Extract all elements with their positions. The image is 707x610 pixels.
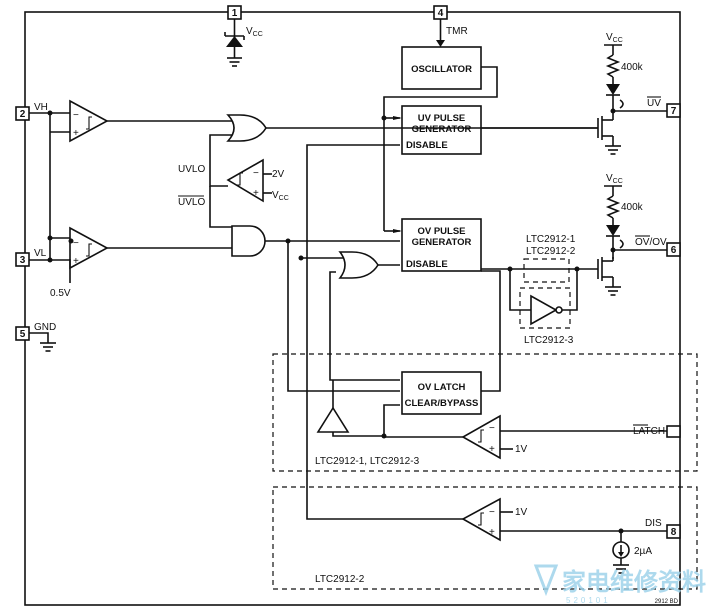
dis-comparator: − + [461, 497, 501, 542]
gnd-label: GND [34, 322, 56, 333]
latch-region-label: LTC2912-1, LTC2912-3 [315, 456, 420, 467]
svg-text:+: + [73, 256, 79, 267]
uv-pin-label: UV [647, 98, 661, 109]
svg-text:+: + [253, 188, 259, 199]
svg-text:−: − [489, 423, 495, 434]
ov-latch-block [401, 371, 482, 415]
svg-text:−: − [253, 168, 259, 179]
ov-pulse-label-2: GENERATOR [412, 237, 472, 248]
pin-1-vcc: 1 [227, 5, 242, 20]
uv-output-mosfet [597, 116, 614, 146]
latch-region [272, 353, 698, 472]
variant-2-label: LTC2912-2 [526, 246, 576, 257]
pin-2-vh: 2 [15, 106, 30, 121]
ov-latch-label-2: CLEAR/BYPASS [405, 398, 479, 409]
dis-region-label: LTC2912-2 [315, 574, 365, 585]
dis-region [272, 486, 698, 590]
pin-2-number: 2 [20, 109, 26, 120]
svg-text:+: + [73, 128, 79, 139]
svg-text:+: + [489, 527, 495, 538]
pin-7-number: 7 [671, 106, 677, 117]
chip-outline [24, 11, 681, 606]
pin-8-dis: 8 [666, 524, 681, 539]
ref-2v-label: 2V [272, 169, 285, 180]
ov-output-mosfet [597, 257, 614, 287]
variant-12-option-box [523, 258, 570, 283]
vcc-label-uv: VCC [606, 32, 623, 44]
pin-1-number: 1 [232, 8, 238, 19]
uv-or-gate [226, 114, 267, 142]
ref-05v-label: 0.5V [50, 288, 71, 299]
pin-4-number: 4 [438, 8, 444, 19]
uv-pulse-generator [401, 105, 482, 155]
figure-id: 2912 BD [655, 599, 679, 605]
vcc-label-pin1: VCC [246, 26, 263, 38]
ov-or-gate [338, 251, 379, 279]
oscillator-label: OSCILLATOR [411, 64, 472, 75]
resistor-400k-ov [605, 195, 621, 219]
svg-text:−: − [489, 507, 495, 518]
current-source-2ua [612, 541, 630, 559]
latch-buffer [316, 406, 350, 433]
watermark-text: 家电维修资料网 [562, 568, 707, 596]
svg-text:−: − [73, 238, 79, 249]
ov-latch-label-1: OV LATCH [418, 382, 466, 393]
pin-6-ovov: 6 [666, 242, 681, 257]
ref-1v-latch-label: 1V [515, 444, 528, 455]
watermark: 家电维修资料网 520101 [533, 564, 707, 605]
pin-latch [666, 425, 681, 438]
vcc-label-uvlo: VCC [272, 190, 289, 202]
pin-5-number: 5 [20, 329, 26, 340]
svg-text:+: + [489, 444, 495, 455]
vh-comparator: − + [69, 99, 109, 143]
variant-3-label: LTC2912-3 [524, 335, 574, 346]
latch-comparator: − + [461, 414, 501, 460]
uv-diode [606, 84, 620, 96]
uvlo-comparator: − + [226, 158, 264, 203]
pin-5-gnd: 5 [15, 326, 30, 341]
tmr-label: TMR [446, 26, 468, 37]
pin-8-number: 8 [671, 527, 677, 538]
pin-7-uv: 7 [666, 103, 681, 118]
pin-4-tmr: 4 [433, 5, 448, 20]
r-uv-label: 400k [621, 62, 644, 73]
ov-and-gate [231, 225, 266, 257]
r-ov-label: 400k [621, 202, 644, 213]
svg-text:OV/OV: OV/OV [635, 237, 667, 248]
ref-1v-dis-label: 1V [515, 507, 528, 518]
watermark-url: 520101 [566, 596, 611, 605]
dis-pin-label: DIS [645, 518, 662, 529]
pin-3-vl: 3 [15, 252, 30, 267]
variant-1-label: LTC2912-1 [526, 234, 576, 245]
svg-text:−: − [73, 110, 79, 121]
pin-3-number: 3 [20, 255, 26, 266]
pin-6-number: 6 [671, 245, 677, 256]
resistor-400k-uv [605, 54, 621, 78]
uv-pulse-label-1: UV PULSE [418, 113, 466, 124]
ov-pulse-label-1: OV PULSE [417, 226, 465, 237]
uvlo-bar-label: UVLO [178, 197, 205, 208]
vl-label: VL [34, 248, 47, 259]
vcc-label-ov: VCC [606, 173, 623, 185]
variant-3-inverter [530, 294, 563, 326]
uvlo-label: UVLO [178, 164, 205, 175]
uv-pulse-label-2: GENERATOR [412, 124, 472, 135]
vh-label: VH [34, 102, 48, 113]
i-src-label: 2µA [634, 546, 652, 557]
oscillator-block [401, 46, 482, 90]
ovov-pin-label: OV/OV [635, 235, 667, 248]
vl-comparator: − + [69, 226, 109, 270]
ov-diode [606, 225, 620, 237]
ov-disable-label: DISABLE [406, 259, 448, 270]
ov-pulse-generator [401, 218, 482, 272]
uv-disable-label: DISABLE [406, 140, 448, 151]
vcc-zener [224, 19, 245, 67]
